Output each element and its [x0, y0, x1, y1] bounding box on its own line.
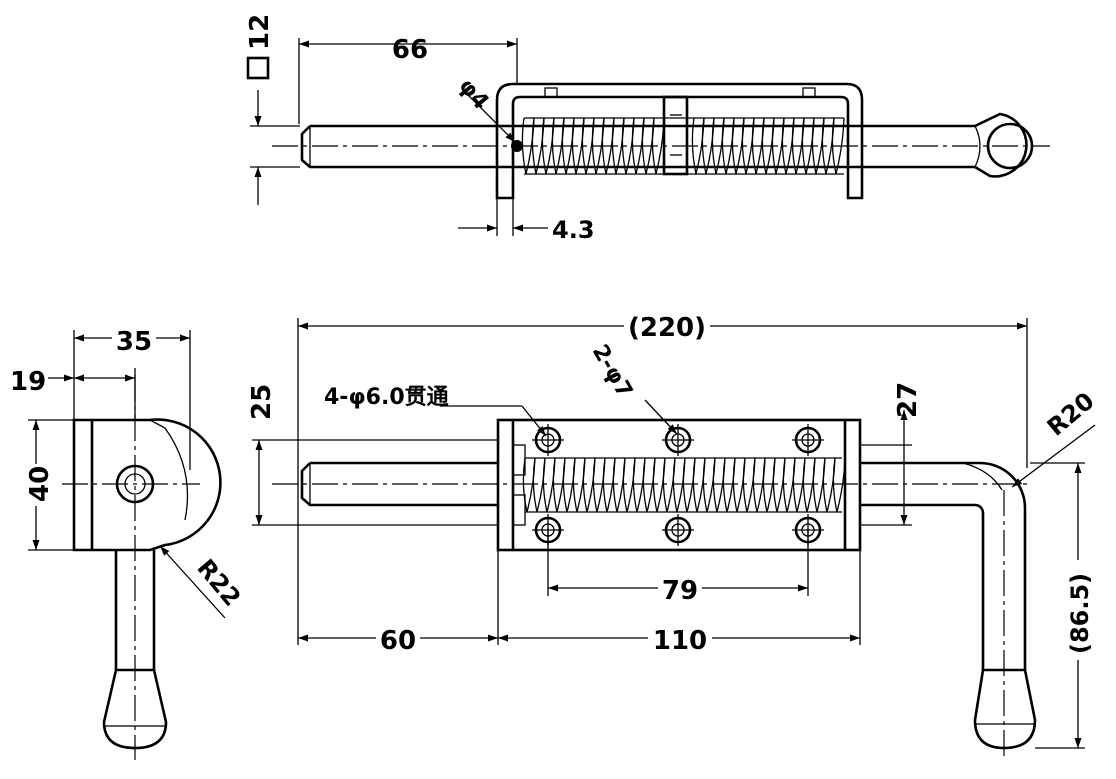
label-12: 12 [245, 14, 275, 50]
dim-66: 66 [298, 35, 518, 124]
label-holes: 4-φ6.0贯通 [324, 385, 449, 410]
label-pin-holes: 2-φ7 [587, 341, 637, 403]
dim-19: 19 [10, 367, 136, 420]
dim-220: (220) [297, 310, 1028, 645]
label-phi4: φ4 [453, 74, 493, 115]
square-symbol [246, 56, 270, 80]
label-79: 79 [662, 576, 698, 606]
dim-4-3: 4.3 [458, 198, 595, 244]
dim-79: 79 [547, 528, 809, 606]
dim-35: 35 [73, 324, 191, 470]
dim-60: 60 [298, 550, 861, 656]
label-35: 35 [116, 327, 152, 357]
label-r20: R20 [1042, 387, 1100, 442]
label-66: 66 [392, 35, 428, 65]
front-bracket-plate [496, 418, 862, 552]
dim-square-12: 12 [245, 14, 300, 205]
label-40: 40 [25, 466, 55, 502]
label-25: 25 [247, 384, 277, 420]
top-collar [662, 95, 689, 176]
dim-27: 27 [860, 382, 923, 526]
label-220: (220) [628, 313, 706, 343]
dim-holes-note: 4-φ6.0贯通 [324, 385, 547, 437]
side-view: 35 19 40 R22 [10, 324, 246, 760]
label-19: 19 [10, 367, 46, 397]
top-handle-ring [974, 112, 1028, 178]
label-4-3: 4.3 [552, 216, 595, 244]
dim-110: 110 [498, 624, 860, 656]
label-27: 27 [893, 382, 923, 418]
front-handle-knob [973, 668, 1037, 750]
dim-86-5: (86.5) [1030, 462, 1096, 749]
label-86-5: (86.5) [1066, 573, 1094, 654]
dim-r22: R22 [159, 545, 246, 619]
dim-25: 25 [247, 384, 498, 526]
front-spring [522, 457, 846, 513]
side-handle [114, 550, 156, 670]
side-bracket [72, 418, 222, 552]
front-view: (220) 4-φ6.0贯通 2-φ7 27 25 [247, 310, 1100, 760]
label-r22: R22 [191, 554, 246, 612]
top-view: 66 12 φ4 4.3 [245, 14, 1050, 244]
dim-r20: R20 [1011, 387, 1100, 488]
label-110: 110 [653, 626, 707, 656]
dim-40: 40 [22, 419, 74, 551]
top-bracket [495, 82, 864, 200]
mounting-holes [532, 424, 824, 546]
label-60: 60 [380, 626, 416, 656]
front-pin-rod [300, 461, 498, 507]
side-handle-knob [102, 668, 168, 750]
